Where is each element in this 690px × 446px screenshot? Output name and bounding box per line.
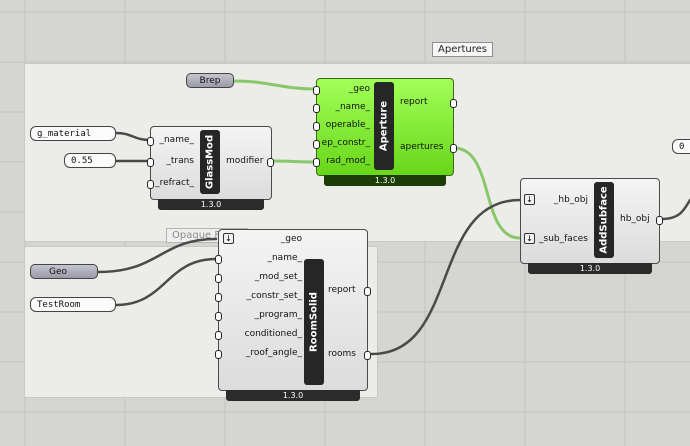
roomsolid-input-conditioned: conditioned_ — [244, 329, 302, 339]
brep-param[interactable]: Brep — [186, 73, 234, 88]
addsubface-output-grip[interactable] — [656, 216, 663, 225]
aperture-version: 1.3.0 — [324, 175, 446, 186]
aperture-input-operable: operable_ — [325, 120, 370, 130]
aperture-component[interactable]: _geo _name_ operable_ ep_constr_ rad_mod… — [313, 78, 457, 186]
wire-geo-roomgeo — [96, 237, 218, 274]
down-arrow-icon[interactable]: ↓ — [524, 194, 535, 205]
addsubface-component[interactable]: ↓ ↓ _hb_obj _sub_faces AddSubface hb_obj… — [520, 178, 663, 274]
glassmod-input-grip[interactable] — [147, 180, 154, 189]
roomsolid-version: 1.3.0 — [226, 390, 360, 401]
roomsolid-output-grip[interactable] — [364, 351, 371, 360]
aperture-input-grip[interactable] — [313, 140, 320, 149]
aperture-input-grip[interactable] — [313, 122, 320, 131]
roomsolid-input-mod-set: _mod_set_ — [254, 272, 302, 282]
value-panel[interactable]: 0 — [672, 139, 690, 154]
geo-param[interactable]: Geo — [30, 264, 98, 279]
wire-material-name — [114, 131, 152, 142]
down-arrow-icon[interactable]: ↓ — [223, 233, 234, 244]
glassmod-input-name: _name_ — [159, 135, 194, 145]
aperture-output-grip[interactable] — [450, 99, 457, 108]
room-name-panel[interactable]: TestRoom — [30, 297, 116, 312]
roomsolid-output-rooms: rooms — [328, 349, 356, 359]
roomsolid-input-grip[interactable] — [215, 312, 222, 321]
glassmod-input-refract: _refract_ — [155, 178, 194, 188]
aperture-output-grip[interactable] — [450, 144, 457, 153]
roomsolid-output-grip[interactable] — [364, 287, 371, 296]
wire-apertures-subfaces — [453, 146, 522, 240]
roomsolid-input-constr-set: _constr_set_ — [246, 291, 302, 301]
glassmod-input-grip[interactable] — [147, 137, 154, 146]
roomsolid-input-grip[interactable] — [215, 293, 222, 302]
roomsolid-input-grip[interactable] — [215, 255, 222, 264]
roomsolid-component[interactable]: ↓ _geo _name_ _mod_set_ _constr_set_ _pr… — [215, 229, 371, 401]
glassmod-output-grip[interactable] — [267, 158, 274, 167]
roomsolid-input-grip[interactable] — [215, 274, 222, 283]
aperture-input-grip[interactable] — [313, 104, 320, 113]
glassmod-component[interactable]: _name_ _trans _refract_ GlassMod modifie… — [147, 126, 274, 210]
addsubface-title: AddSubface — [594, 182, 614, 258]
material-panel[interactable]: g_material — [30, 126, 116, 141]
roomsolid-input-geo: _geo — [280, 234, 302, 244]
roomsolid-input-grip[interactable] — [215, 350, 222, 359]
aperture-input-geo: _geo — [348, 84, 370, 94]
aperture-output-report: report — [400, 97, 428, 107]
wire-rooms-hbobj — [370, 198, 522, 356]
roomsolid-output-report: report — [328, 285, 356, 295]
glassmod-input-trans: _trans — [166, 156, 194, 166]
addsubface-input-sub-faces: _sub_faces — [539, 234, 588, 244]
aperture-output-apertures: apertures — [400, 142, 444, 152]
glassmod-title: GlassMod — [200, 130, 220, 194]
glassmod-input-grip[interactable] — [147, 158, 154, 167]
wire-name-roomname — [114, 257, 218, 307]
addsubface-version: 1.3.0 — [528, 263, 652, 274]
aperture-input-grip[interactable] — [313, 86, 320, 95]
addsubface-input-hb-obj: _hb_obj — [553, 195, 588, 205]
aperture-input-grip[interactable] — [313, 158, 320, 167]
roomsolid-input-roof-angle: _roof_angle_ — [245, 348, 302, 358]
roomsolid-input-grip[interactable] — [215, 331, 222, 340]
wire-modifier-radmod — [270, 159, 318, 164]
glassmod-output-modifier: modifier — [226, 156, 264, 166]
group-label-apertures: Apertures — [432, 42, 493, 57]
aperture-input-name: _name_ — [335, 102, 370, 112]
trans-panel[interactable]: 0.55 — [64, 153, 116, 168]
aperture-input-rad-mod: rad_mod_ — [326, 156, 370, 166]
roomsolid-title: RoomSolid — [304, 259, 324, 385]
aperture-input-ep-constr: ep_constr_ — [321, 138, 370, 148]
wire-hbobj-out — [660, 198, 690, 221]
glassmod-version: 1.3.0 — [158, 199, 264, 210]
addsubface-output-hb-obj: hb_obj — [620, 214, 650, 224]
aperture-title: Aperture — [374, 82, 394, 170]
roomsolid-input-name: _name_ — [267, 253, 302, 263]
wire-brep-geo — [232, 79, 318, 91]
roomsolid-input-program: _program_ — [254, 310, 302, 320]
down-arrow-icon[interactable]: ↓ — [524, 233, 535, 244]
